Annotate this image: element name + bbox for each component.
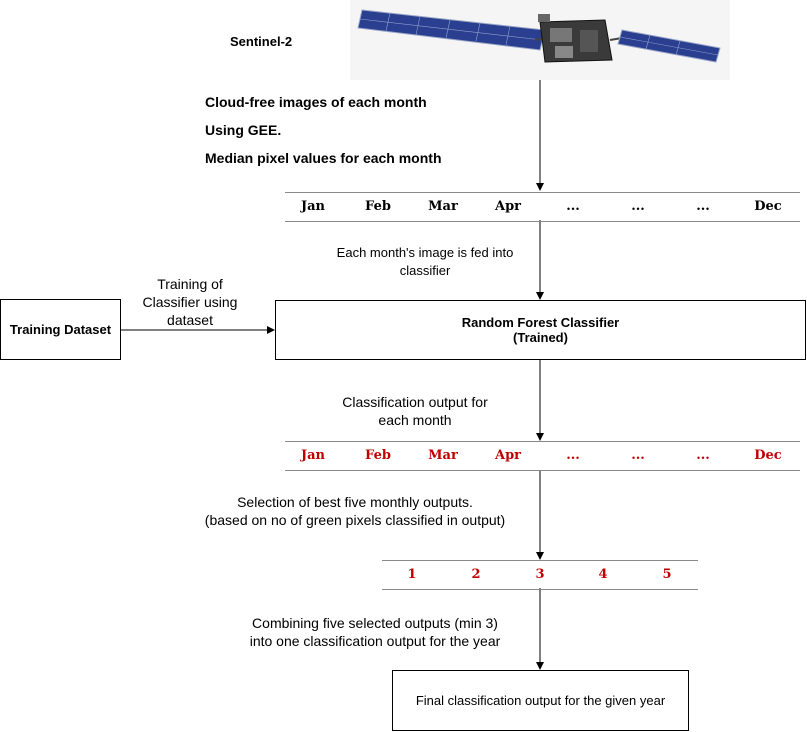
month-strip-input: Jan Feb Mar Apr ... ... ... Dec [285,192,800,222]
month-cell: Apr [494,199,522,214]
note-feed: Each month's image is fed into classifie… [336,245,514,278]
note-combine: Combining five selected outputs (min 3) … [249,615,501,649]
month-cell: ... [631,448,645,463]
satellite-icon [357,9,721,63]
month-cell: Feb [365,199,391,214]
month-cell: ... [696,199,710,214]
month-cell: Mar [428,448,458,463]
month-cell: ... [566,199,580,214]
rank-cell: 5 [662,567,672,582]
rank-strip: 1 2 3 4 5 [382,560,698,590]
note-training: Training of Classifier using dataset [142,276,238,328]
month-cell: Apr [494,448,522,463]
rank-cell: 3 [535,567,545,582]
classifier-subtitle: (Trained) [513,330,568,345]
month-cell: Mar [428,199,458,214]
month-cell: Dec [754,199,782,214]
satellite-label: Sentinel-2 [230,34,293,49]
header-line-2: Using GEE. [205,122,282,138]
satellite-image [350,0,730,80]
classifier-title: Random Forest Classifier [461,315,620,330]
rank-cell: 2 [471,567,481,582]
month-cell: Dec [754,448,782,463]
month-strip-output: Jan Feb Mar Apr ... ... ... Dec [285,441,800,471]
month-cell: ... [631,199,645,214]
final-output-box: Final classification output for the give… [392,670,689,731]
month-cell: ... [696,448,710,463]
note-selection: Selection of best five monthly outputs. … [204,494,506,528]
month-cell: Jan [300,199,326,214]
training-dataset-box: Training Dataset [0,299,121,360]
header-line-1: Cloud-free images of each month [205,94,427,110]
month-cell: Jan [300,448,326,463]
rank-cell: 1 [407,567,417,582]
month-cell: Feb [365,448,391,463]
note-output: Classification output for each month [342,394,488,428]
header-line-3: Median pixel values for each month [205,150,442,166]
classifier-box: Random Forest Classifier (Trained) [275,300,806,360]
month-cell: ... [566,448,580,463]
rank-cell: 4 [598,567,608,582]
